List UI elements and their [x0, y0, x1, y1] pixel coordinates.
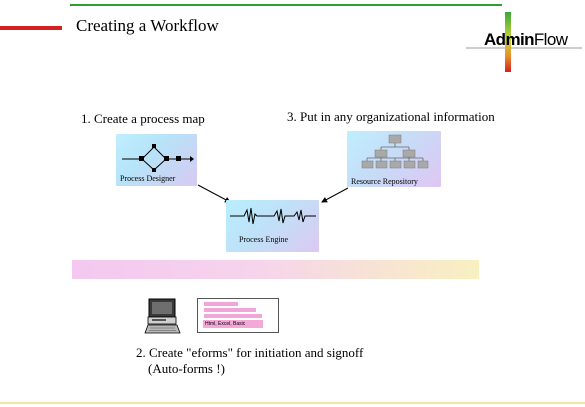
arrows [197, 184, 349, 203]
resource-repository-label: Resource Repository [351, 177, 418, 186]
step-2-label: 2. Create "eforms" for initiation and si… [136, 345, 364, 360]
process-designer-box: Process Designer [116, 134, 197, 186]
resource-repository-box: Resource Repository [347, 131, 441, 187]
eform-formats-label: Html, Excel, Basic [203, 320, 263, 328]
bottom-accent-line [0, 402, 585, 404]
step-2-sublabel: (Auto-forms !) [148, 361, 225, 376]
arrow-repository-to-engine [321, 187, 349, 203]
top-accent-line [70, 4, 502, 6]
eform-field-line [204, 314, 262, 318]
org-chart-icon [361, 134, 429, 169]
flow-map-icon [122, 144, 194, 172]
step-1-label: 1. Create a process map [81, 111, 205, 126]
process-engine-box: Process Engine [226, 200, 319, 252]
logo-text: AdminFlow [484, 30, 568, 49]
page-title: Creating a Workflow [76, 16, 219, 35]
process-designer-label: Process Designer [120, 174, 176, 183]
signal-wave-icon [230, 207, 316, 225]
computer-icon [144, 298, 181, 334]
eform-field-line [204, 308, 256, 312]
step-3-label: 3. Put in any organizational information [287, 109, 495, 124]
arrow-designer-to-engine [197, 184, 231, 203]
process-engine-label: Process Engine [239, 235, 289, 244]
eform-field-line [204, 302, 238, 306]
separator-band [72, 260, 479, 279]
adminflow-logo [466, 12, 582, 72]
title-accent-bar [0, 26, 62, 30]
eform-preview: Html, Excel, Basic [197, 298, 279, 333]
